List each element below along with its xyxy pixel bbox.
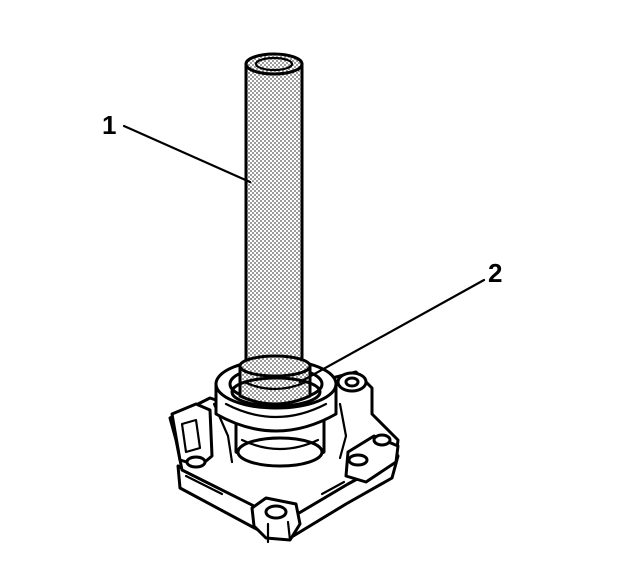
callout-2-leader [298,278,486,384]
callout-2: 2 [298,258,502,384]
callout-1-leader [122,124,252,184]
seal-installer-tool [238,52,312,406]
seal [230,376,322,408]
callout-1-label: 1 [102,110,116,140]
callout-2-label: 2 [488,258,502,288]
callout-1: 1 [102,110,252,184]
